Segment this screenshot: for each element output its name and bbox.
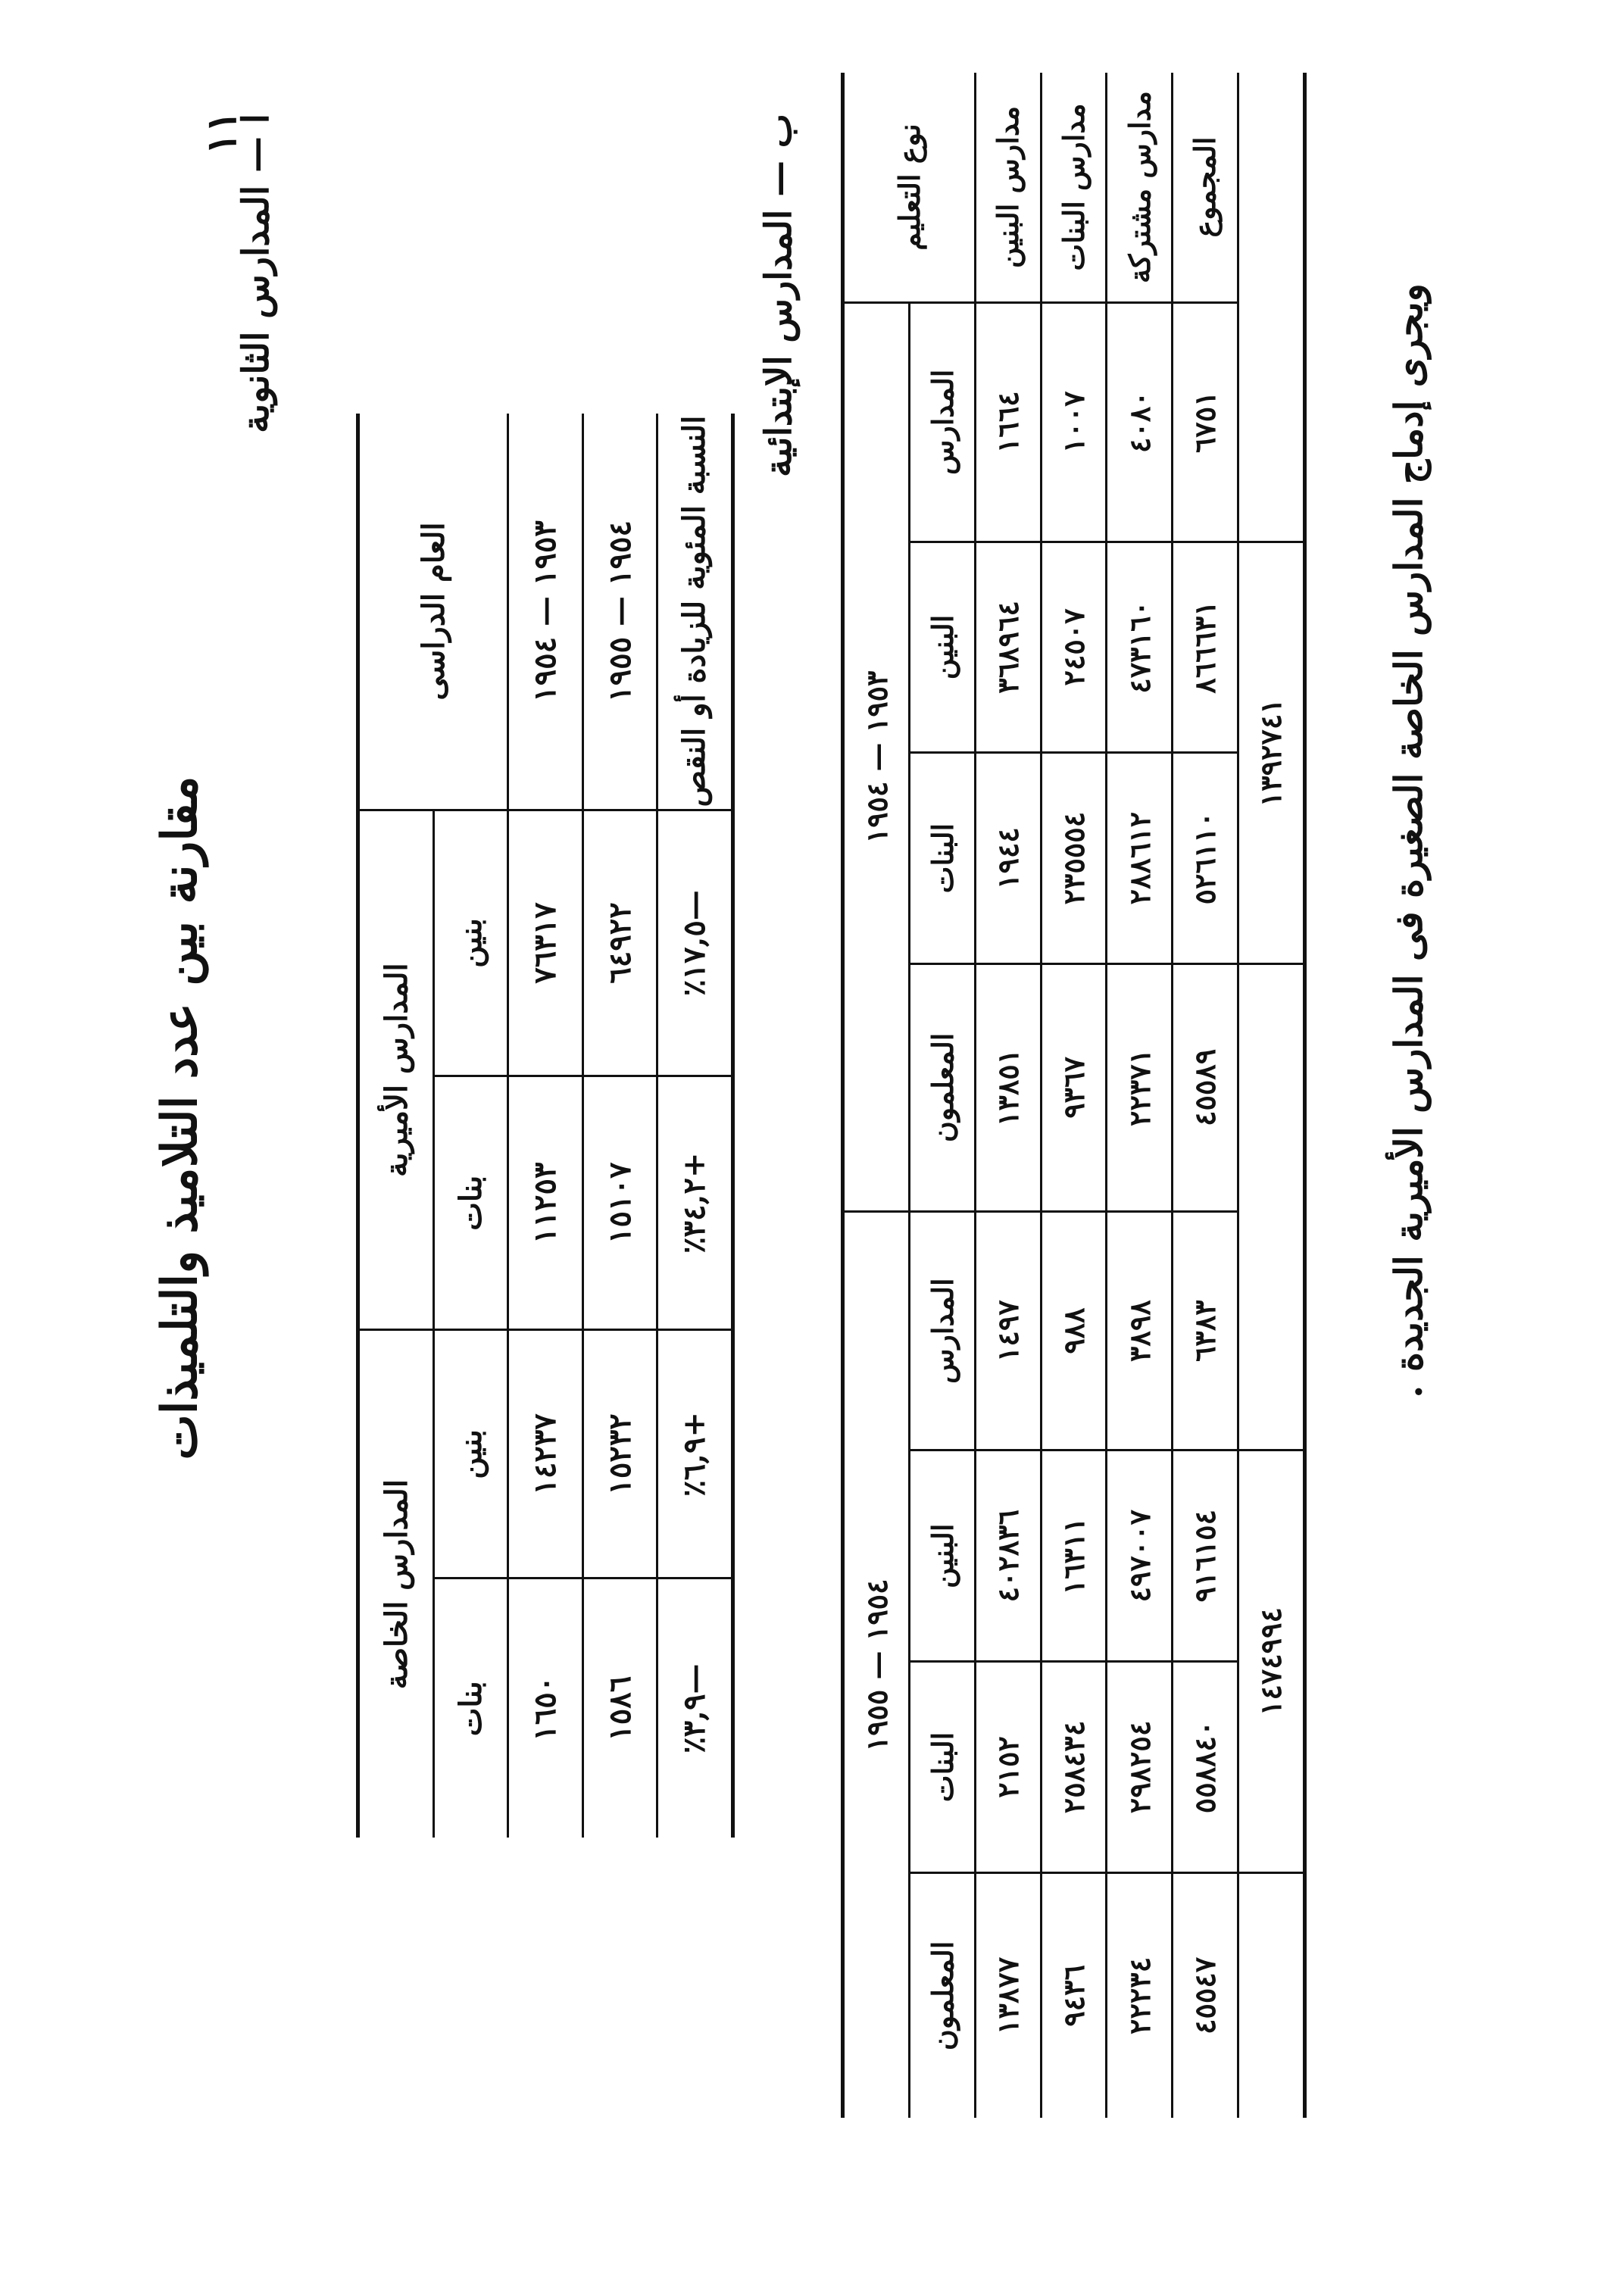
col-year-header: العام الدراسى <box>358 414 508 810</box>
p1-girls-cell: ٥٢٦١١٠ <box>1172 752 1238 964</box>
table-row: ١٣٩٢٧٤١ ١٤٧٤٩٩٤ <box>1238 73 1305 2118</box>
priv-girls-header: بنات <box>433 1578 508 1838</box>
p1-teachers-cell: ٩٣٦٧ <box>1041 963 1107 1212</box>
p1-teachers-header: المعلمون <box>909 963 976 1212</box>
row-type: مدارس مشتركة <box>1106 73 1173 303</box>
col-type-header: نوع التعليم <box>842 73 976 303</box>
secondary-schools-table: العام الدراسى المدارس الأميرية المدارس ا… <box>356 414 735 1838</box>
row-year: النسبة المئوية للزيادة أو النقص <box>657 414 733 810</box>
p2-teachers-cell: ٢٢٢٣٤ <box>1106 1872 1173 2118</box>
footnote: ويجرى إدماج المدارس الخاصة الصغيرة فى ال… <box>1386 283 1431 1398</box>
p2-girls-cell: ٥٥٨٨٤٠ <box>1172 1661 1238 1873</box>
gov-boys-cell: ٧٦٣١٧ <box>508 810 583 1076</box>
p2-girls-header: البنات <box>909 1661 976 1873</box>
p1-girls-cell: ٢٨٨٦١٢ <box>1106 752 1173 964</box>
table-row: ١٩٥٣ — ١٩٥٤ ٧٦٣١٧ ١١٢٥٣ ١٤٢٣٧ ١٦٥٠ <box>508 414 583 1838</box>
priv-boys-cell: ١٥٢٣٢ <box>582 1329 657 1578</box>
empty-cell <box>1238 303 1304 542</box>
p2-teachers-header: المعلمون <box>909 1872 976 2118</box>
table-row: مدارس البنين ١٦٦٤ ٣٦٨٩٦٤ ١٩٤٤ ١٣٨٥١ ١٤٩٧… <box>975 73 1042 2118</box>
p2-schools-cell: ١٤٩٧ <box>975 1211 1042 1450</box>
p1-schools-cell: ١٠٠٧ <box>1041 302 1107 542</box>
p2-schools-cell: ٩٨٨ <box>1041 1211 1107 1450</box>
p1-teachers-cell: ٤٥٥٨٩ <box>1172 963 1238 1212</box>
empty-cell <box>1238 963 1304 1211</box>
p2-girls-cell: ٢٩٨٢٥٤ <box>1106 1661 1173 1873</box>
table-row: المجموع ٦٧٥١ ٨٦٦٦٣١ ٥٢٦١١٠ ٤٥٥٨٩ ٦٣٨٣ ٩١… <box>1172 73 1238 2118</box>
p2-schools-cell: ٣٨٩٨ <box>1106 1211 1173 1450</box>
primary-schools-table: نوع التعليم ١٩٥٣ — ١٩٥٤ ١٩٥٤ — ١٩٥٥ المد… <box>841 73 1307 2118</box>
table-header-row: العام الدراسى المدارس الأميرية المدارس ا… <box>358 414 508 1838</box>
page-title: مقارنة بين عدد التلاميذ والتلميذات <box>151 776 208 1460</box>
period-1-header: ١٩٥٣ — ١٩٥٤ <box>842 302 910 1212</box>
p2-teachers-cell: ٩٤٣٦ <box>1041 1872 1107 2118</box>
priv-boys-cell: ١٤٢٣٧ <box>508 1329 583 1578</box>
group-private-header: المدارس الخاصة <box>358 1329 434 1838</box>
p1-teachers-cell: ٢٢٣٧١ <box>1106 963 1173 1212</box>
period-2-header: ١٩٥٤ — ١٩٥٥ <box>842 1211 910 2118</box>
table-header-row: نوع التعليم ١٩٥٣ — ١٩٥٤ ١٩٥٤ — ١٩٥٥ <box>842 73 976 2118</box>
gov-boys-header: بنين <box>433 810 508 1076</box>
empty-cell <box>1238 1211 1304 1450</box>
row-year: ١٩٥٤ — ١٩٥٥ <box>582 414 657 810</box>
priv-girls-cell: ١٥٨٦ <box>582 1578 657 1838</box>
gov-girls-header: بنات <box>433 1076 508 1330</box>
table-subheader-row: المدارس البنين البنات المعلمون المدارس ا… <box>909 73 976 2118</box>
priv-boys-cell: +٦,٩٪ <box>657 1329 733 1578</box>
p1-boys-cell: ٣٦٨٩٦٤ <box>975 542 1042 753</box>
table-row: مدارس البنات ١٠٠٧ ٢٤٥٠٧ ٢٣٥٥٥٤ ٩٣٦٧ ٩٨٨ … <box>1041 73 1107 2118</box>
empty-cell <box>1238 73 1304 303</box>
table-row: ١٩٥٤ — ١٩٥٥ ٦٤٩٢٢ ١٥١٠٧ ١٥٢٣٢ ١٥٨٦ <box>582 414 657 1838</box>
p2-boys-cell: ٤٩٧٠٠٧ <box>1106 1450 1173 1662</box>
row-type: مدارس البنات <box>1041 73 1107 303</box>
p2-boys-header: البنين <box>909 1450 976 1662</box>
p1-schools-cell: ٦٧٥١ <box>1172 302 1238 542</box>
p1-schools-cell: ٤٠٨٠ <box>1106 302 1173 542</box>
p1-schools-header: المدارس <box>909 302 976 542</box>
gov-boys-cell: —١٧,٥٪ <box>657 810 733 1076</box>
section-a-heading: ا — المدارس الثانوية <box>235 114 277 433</box>
gov-girls-cell: ١١٢٥٣ <box>508 1076 583 1330</box>
p2-girls-cell: ٢٥٨٤٣٤ <box>1041 1661 1107 1873</box>
p2-teachers-cell: ٤٥٥٤٧ <box>1172 1872 1238 2118</box>
p1-schools-cell: ١٦٦٤ <box>975 302 1042 542</box>
p1-boys-cell: ٨٦٦٦٣١ <box>1172 542 1238 753</box>
gov-girls-cell: ١٥١٠٧ <box>582 1076 657 1330</box>
row-type: مدارس البنين <box>975 73 1042 303</box>
row-type: المجموع <box>1172 73 1238 303</box>
p1-boys-cell: ٤٧٣١٦٠ <box>1106 542 1173 753</box>
p2-schools-header: المدارس <box>909 1211 976 1450</box>
gov-boys-cell: ٦٤٩٢٢ <box>582 810 657 1076</box>
table-row: مدارس مشتركة ٤٠٨٠ ٤٧٣١٦٠ ٢٨٨٦١٢ ٢٢٣٧١ ٣٨… <box>1106 73 1173 2118</box>
empty-cell <box>1238 1872 1304 2118</box>
p2-boys-cell: ٩١٦١٥٤ <box>1172 1450 1238 1662</box>
gov-girls-cell: +٣٤,٢٪ <box>657 1076 733 1330</box>
p2-grand-total-cell: ١٤٧٤٩٩٤ <box>1238 1450 1305 1873</box>
p1-girls-cell: ١٩٤٤ <box>975 752 1042 964</box>
p2-boys-cell: ١٦٣١١ <box>1041 1450 1107 1662</box>
p1-girls-cell: ٢٣٥٥٥٤ <box>1041 752 1107 964</box>
p2-schools-cell: ٦٣٨٣ <box>1172 1211 1238 1450</box>
p1-grand-total-cell: ١٣٩٢٧٤١ <box>1238 542 1305 964</box>
p2-boys-cell: ٤٠٢٨٣٦ <box>975 1450 1042 1662</box>
p1-boys-header: البنين <box>909 542 976 753</box>
p1-boys-cell: ٢٤٥٠٧ <box>1041 542 1107 753</box>
table-row: النسبة المئوية للزيادة أو النقص —١٧,٥٪ +… <box>657 414 733 1838</box>
p2-girls-cell: ٢١٥٢ <box>975 1661 1042 1873</box>
section-b-heading: ب — المدارس الإبتدائية <box>757 114 800 477</box>
group-government-header: المدارس الأميرية <box>358 810 434 1330</box>
p1-girls-header: البنات <box>909 752 976 964</box>
row-year: ١٩٥٣ — ١٩٥٤ <box>508 414 583 810</box>
priv-boys-header: بنين <box>433 1329 508 1578</box>
p1-teachers-cell: ١٣٨٥١ <box>975 963 1042 1212</box>
p2-teachers-cell: ١٣٨٧٧ <box>975 1872 1042 2118</box>
priv-girls-cell: —٣,٩٪ <box>657 1578 733 1838</box>
priv-girls-cell: ١٦٥٠ <box>508 1578 583 1838</box>
